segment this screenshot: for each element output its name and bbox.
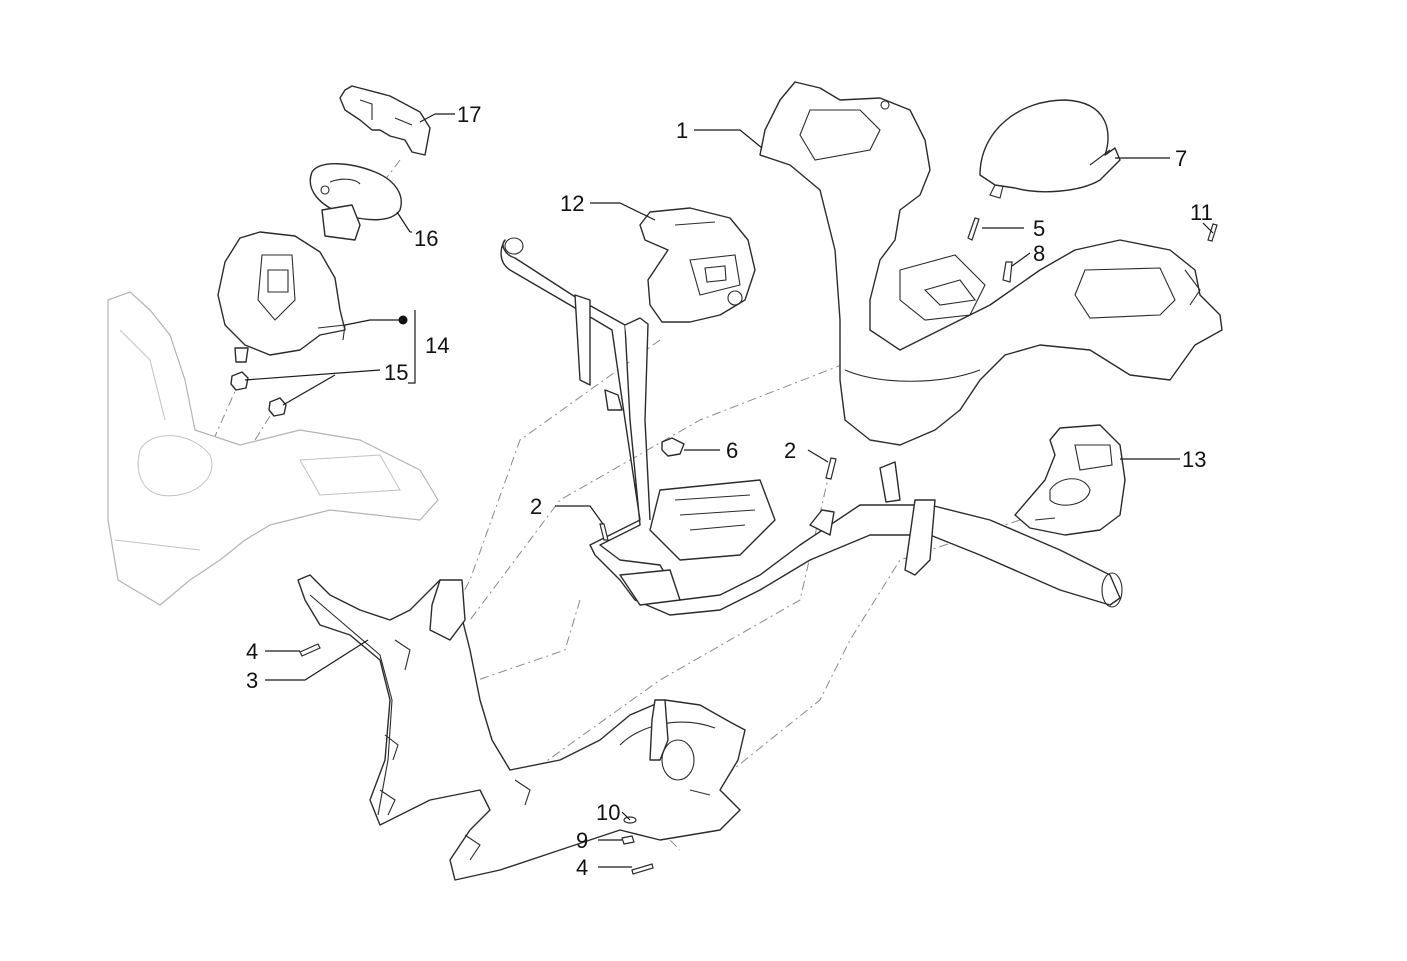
callout-15: 15 [384,360,408,385]
callout-8: 8 [1033,241,1045,266]
callout-17: 17 [457,102,481,127]
callout-12: 12 [560,191,584,216]
callout-2-right: 2 [784,438,796,463]
screw-5 [967,217,980,241]
nut-6 [661,437,685,457]
part-right-switch-housing [1014,424,1126,536]
leader-lines [244,113,1214,868]
screw-4-lower [631,863,654,875]
part-left-switch-housing [639,207,756,323]
screw-2-left [599,523,609,541]
callout-10: 10 [596,800,620,825]
callout-4-upper: 4 [246,639,258,664]
callout-3: 3 [246,668,258,693]
callout-13: 13 [1182,447,1206,472]
callout-2-left: 2 [530,494,542,519]
callout-labels: 1 2 2 3 4 4 5 6 7 8 9 10 11 12 13 14 15 … [246,102,1213,880]
screw-8 [1002,261,1013,283]
screw-2-right [825,457,837,480]
callout-9: 9 [576,828,588,853]
part-clips [230,371,287,417]
part-top-bracket [339,85,431,156]
ghost-handlebar-assembly [107,291,439,606]
screw-4-upper [299,643,321,657]
callout-7: 7 [1175,146,1187,171]
part-upper-cover [759,81,1223,446]
callout-14: 14 [425,333,449,358]
callout-6: 6 [726,438,738,463]
callout-16: 16 [414,226,438,251]
callout-5: 5 [1033,216,1045,241]
screw-9 [621,835,635,845]
callout-11: 11 [1190,200,1213,225]
callout-4-lower: 4 [576,855,588,880]
callout-1: 1 [676,118,688,143]
part-handlebar [500,237,1123,616]
part-cover-plate [979,99,1121,199]
part-dashboard-cap [309,163,402,241]
part-instrument-housing [217,231,346,363]
fasteners [299,217,1218,875]
part-lower-rear-cover [297,574,746,881]
